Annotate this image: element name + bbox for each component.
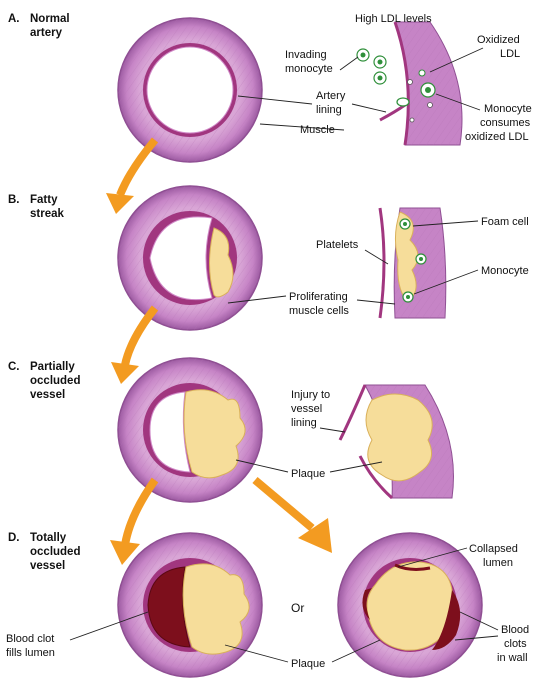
progress-arrow-a-b <box>120 140 155 195</box>
stage-b-line2: streak <box>30 208 64 220</box>
label-invading-1: Invading <box>285 49 327 61</box>
stage-b-label: B. Fatty streak <box>8 194 64 220</box>
artery-totally-occluded-clot <box>118 533 262 677</box>
stage-a-line2: artery <box>30 27 63 39</box>
label-mono-consumes-3: oxidized LDL <box>465 131 529 143</box>
stage-c-line3: vessel <box>30 389 65 401</box>
labels-b: Foam cell Platelets Monocyte Proliferati… <box>228 216 529 317</box>
label-monocyte: Monocyte <box>481 265 529 277</box>
artery-wall-detail-a <box>357 22 462 145</box>
stage-d-label: D. Totally occluded vessel <box>8 532 80 572</box>
label-blood-clots-2: clots <box>504 638 527 650</box>
progress-arrow-c-d-right <box>255 480 312 528</box>
label-muscle: Muscle <box>300 124 335 136</box>
stage-a-letter: A. <box>8 13 20 25</box>
artery-partially-occluded <box>118 358 262 502</box>
label-proliferating-2: muscle cells <box>289 305 349 317</box>
stage-d-line1: Totally <box>30 532 67 544</box>
plaque-d-left <box>183 564 249 654</box>
label-foam-cell: Foam cell <box>481 216 529 228</box>
label-mono-consumes-2: consumes <box>480 117 531 129</box>
artery-fatty-streak <box>118 186 262 330</box>
label-platelets: Platelets <box>316 239 359 251</box>
label-mono-consumes-1: Monocyte <box>484 103 532 115</box>
stage-d-letter: D. <box>8 532 20 544</box>
label-invading-2: monocyte <box>285 63 333 75</box>
label-blood-clots-1: Blood <box>501 624 529 636</box>
label-artery-2: lining <box>316 104 342 116</box>
plaque-c-detail <box>366 394 432 481</box>
stage-c-label: C. Partially occluded vessel <box>8 361 80 401</box>
stage-c-line1: Partially <box>30 361 75 373</box>
label-or: Or <box>291 601 304 615</box>
label-proliferating-1: Proliferating <box>289 291 348 303</box>
label-injury-1: Injury to <box>291 389 330 401</box>
label-high-ldl: High LDL levels <box>355 13 432 25</box>
progress-arrow-b-c-head <box>111 362 139 384</box>
artery-totally-occluded-collapsed <box>338 533 482 677</box>
label-injury-3: lining <box>291 417 317 429</box>
progress-arrow-b-c <box>125 308 155 365</box>
label-plaque-d: Plaque <box>291 658 325 670</box>
stage-b-line1: Fatty <box>30 194 58 206</box>
label-blood-clots-3: in wall <box>497 652 528 664</box>
label-oxidized-ldl-1: Oxidized <box>477 34 520 46</box>
stage-b-letter: B. <box>8 194 20 206</box>
artery-wall-detail-c <box>340 385 453 498</box>
progress-arrow-a-b-head <box>106 193 134 214</box>
label-plaque-c: Plaque <box>291 468 325 480</box>
stage-d-line3: vessel <box>30 560 65 572</box>
label-collapsed-1: Collapsed <box>469 543 518 555</box>
plaque-c <box>184 390 245 478</box>
artery-normal <box>118 18 262 162</box>
stage-a-label: A. Normal artery <box>8 13 70 39</box>
stage-a-line1: Normal <box>30 13 70 25</box>
progress-arrow-c-d-left <box>125 480 155 545</box>
label-oxidized-ldl-2: LDL <box>500 48 520 60</box>
label-collapsed-2: lumen <box>483 557 513 569</box>
stage-d-line2: occluded <box>30 546 80 558</box>
label-injury-2: vessel <box>291 403 322 415</box>
stage-c-letter: C. <box>8 361 20 373</box>
label-artery-1: Artery <box>316 90 346 102</box>
stage-c-line2: occluded <box>30 375 80 387</box>
label-blood-clot-2: fills lumen <box>6 647 55 659</box>
label-blood-clot-1: Blood clot <box>6 633 54 645</box>
